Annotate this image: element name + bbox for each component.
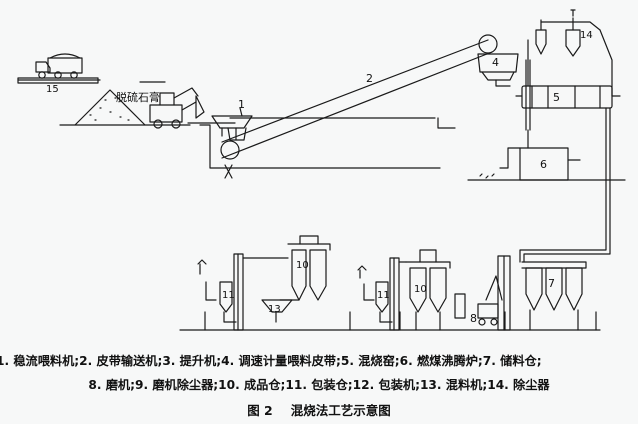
label-8: 8 bbox=[470, 312, 477, 325]
process-diagram: 1 2 4 5 6 7 8 10 10 11 11 13 14 15 脱硫石膏 bbox=[17, 9, 626, 331]
elevator-left bbox=[233, 253, 289, 331]
mixer-13 bbox=[261, 299, 300, 323]
kiln-5 bbox=[515, 59, 621, 131]
figure-title: 混烧法工艺示意图 bbox=[290, 403, 391, 418]
label-4: 4 bbox=[492, 56, 499, 69]
belt-conveyor-2 bbox=[220, 34, 498, 179]
packing-bin-left bbox=[197, 259, 237, 323]
label-11b: 11 bbox=[377, 290, 390, 301]
label-11a: 11 bbox=[222, 290, 235, 301]
label-1: 1 bbox=[238, 98, 245, 111]
diagram-labels: 1 2 4 5 6 7 8 10 10 11 11 13 14 15 脱硫石膏 bbox=[46, 30, 593, 325]
loader bbox=[149, 87, 205, 129]
boiler-6 bbox=[479, 129, 581, 181]
label-13: 13 bbox=[268, 304, 281, 315]
legend-line-1: 1. 稳流喂料机;2. 皮带输送机;3. 提升机;4. 调速计量喂料皮带;5. … bbox=[0, 354, 542, 368]
truck-weighbridge bbox=[17, 53, 99, 84]
label-desulf-gypsum: 脱硫石膏 bbox=[116, 90, 160, 104]
figure-number: 图 2 bbox=[247, 403, 273, 418]
figure-caption: 图 2 混烧法工艺示意图 bbox=[0, 400, 638, 419]
gypsum-pile bbox=[74, 89, 146, 126]
transfer-pipe bbox=[519, 107, 611, 263]
product-silo-left bbox=[287, 235, 331, 301]
storage-silos-7 bbox=[521, 261, 587, 331]
dust-collector-14 bbox=[527, 9, 613, 97]
mill-8 bbox=[454, 255, 511, 331]
label-2: 2 bbox=[366, 72, 373, 85]
label-10a: 10 bbox=[296, 260, 309, 271]
packing-bin-right bbox=[357, 265, 393, 323]
elevator-right bbox=[389, 257, 407, 331]
metering-hopper-4 bbox=[477, 53, 519, 87]
product-silo-right bbox=[405, 249, 451, 331]
upper-ground-line bbox=[17, 79, 626, 181]
feeder-1 bbox=[211, 107, 253, 141]
label-7: 7 bbox=[548, 277, 555, 290]
label-14: 14 bbox=[580, 30, 593, 41]
legend-line-2: 8. 磨机;9. 磨机除尘器;10. 成品仓;11. 包装仓;12. 包装机;1… bbox=[88, 378, 550, 392]
label-6: 6 bbox=[540, 158, 547, 171]
label-15: 15 bbox=[46, 84, 59, 95]
label-5: 5 bbox=[553, 91, 560, 104]
label-10b: 10 bbox=[414, 284, 427, 295]
